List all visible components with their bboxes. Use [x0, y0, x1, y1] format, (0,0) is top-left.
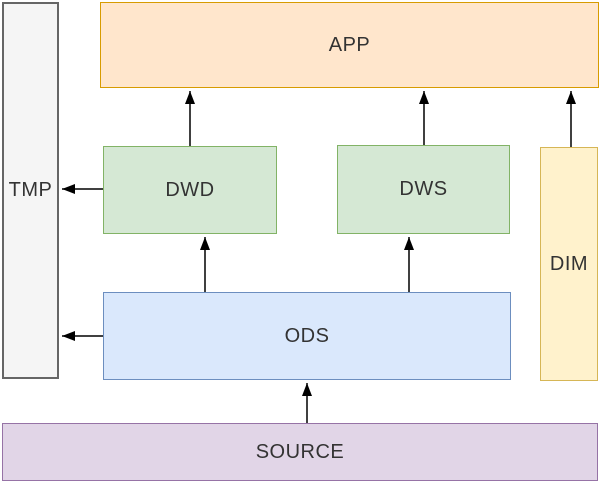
node-source-label: SOURCE [255, 440, 345, 463]
node-dws: DWS [337, 145, 510, 234]
node-dim: DIM [540, 147, 598, 381]
node-dim-label: DIM [549, 252, 589, 275]
node-dwd: DWD [103, 146, 277, 234]
node-app: APP [100, 2, 599, 88]
node-source: SOURCE [2, 423, 598, 481]
node-tmp-label: TMP [8, 179, 53, 201]
node-tmp: TMP [2, 2, 59, 379]
node-ods-label: ODS [284, 324, 330, 347]
node-dws-label: DWS [399, 178, 448, 200]
node-dwd-label: DWD [165, 178, 215, 201]
node-ods: ODS [103, 292, 511, 380]
node-app-label: APP [328, 33, 371, 56]
